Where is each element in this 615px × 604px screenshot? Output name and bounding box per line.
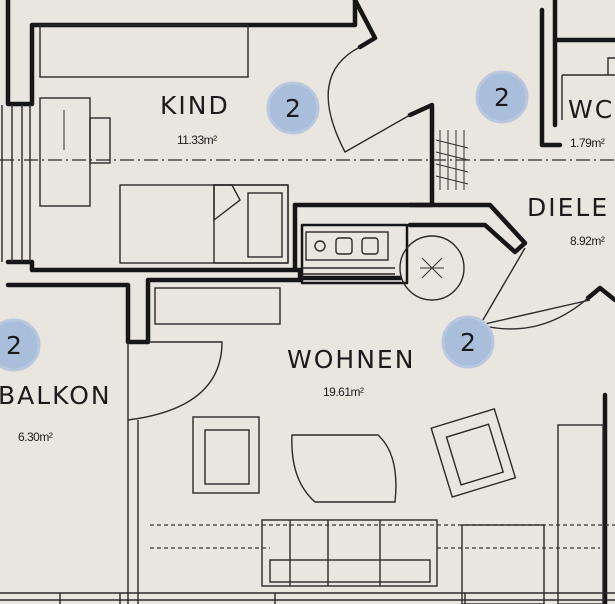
room-name-wohnen: WOHNEN — [287, 345, 415, 374]
kind-door — [327, 46, 411, 153]
bed-fold — [213, 184, 241, 222]
diele-door — [478, 247, 591, 330]
wall-balkon-top — [5, 277, 303, 345]
bed-pillow-area — [213, 184, 289, 264]
kind-window — [1, 105, 31, 262]
walls — [5, 0, 615, 604]
svg-text:2: 2 — [460, 328, 476, 357]
badge-balkon: 2 — [0, 318, 41, 372]
svg-text:2: 2 — [494, 83, 510, 112]
armchair-right — [430, 408, 517, 498]
wc-fixture — [561, 57, 615, 120]
wall-kind-top — [5, 0, 358, 107]
room-name-diele: DIELE — [527, 193, 609, 222]
chair — [89, 117, 111, 164]
kind-furniture — [39, 24, 289, 264]
wall-diele-door — [585, 285, 615, 303]
wall-kind-bottom — [5, 259, 403, 281]
room-name-balkon: BALKON — [0, 381, 112, 410]
room-name-wc: WC — [568, 95, 614, 124]
wardrobe — [39, 24, 249, 78]
badge-kind: 2 — [266, 81, 320, 135]
badge-wc: 2 — [475, 70, 529, 124]
sofa — [261, 519, 438, 587]
room-area-balkon: 6.30m² — [18, 430, 53, 444]
coffee-table — [291, 434, 397, 503]
desk — [39, 97, 91, 207]
svg-text:2: 2 — [285, 94, 301, 123]
pillow — [247, 192, 283, 258]
armchair-left — [192, 416, 260, 494]
room-area-kind: 11.33m² — [177, 133, 217, 147]
balkon-door — [127, 287, 281, 604]
wall-wc-left — [539, 7, 563, 148]
bed — [119, 184, 289, 264]
badge-diele: 2 — [441, 315, 495, 369]
wohnen-furniture — [150, 408, 615, 604]
room-area-wohnen: 19.61m² — [323, 385, 364, 399]
wall-wc-top — [552, 0, 615, 43]
cooktop — [300, 223, 409, 285]
room-area-wc: 1.79m² — [570, 136, 605, 150]
round-table — [399, 235, 465, 301]
radiator-marks — [435, 130, 469, 190]
bottom-window — [0, 592, 615, 604]
wall-kind-diele — [292, 202, 528, 255]
room-area-diele: 8.92m² — [570, 234, 605, 248]
svg-text:2: 2 — [6, 331, 22, 360]
wall-kind-corner — [352, 0, 378, 50]
room-name-kind: KIND — [160, 91, 230, 120]
wall-door-jamb — [407, 102, 435, 208]
